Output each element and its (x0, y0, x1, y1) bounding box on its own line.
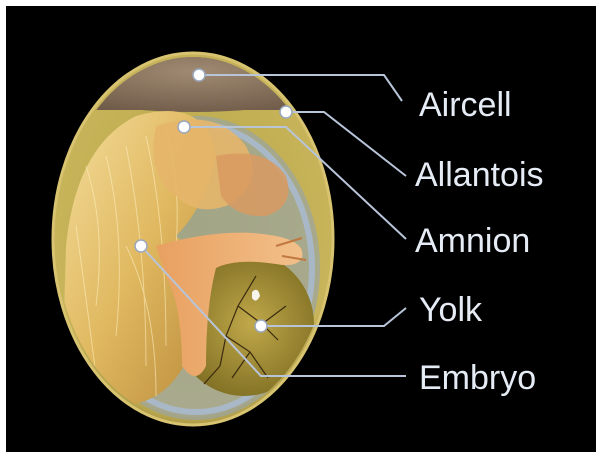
label-allantois: Allantois (415, 158, 544, 192)
label-embryo: Embryo (419, 361, 536, 395)
label-aircell: Aircell (419, 88, 512, 122)
dot-yolk (255, 320, 267, 332)
label-yolk: Yolk (419, 293, 482, 327)
dot-embryo (135, 240, 147, 252)
dot-allantois (280, 106, 292, 118)
dot-aircell (193, 69, 205, 81)
dot-amnion (178, 121, 190, 133)
label-amnion: Amnion (415, 224, 530, 258)
diagram-canvas: Aircell Allantois Amnion Yolk Embryo (6, 6, 596, 452)
